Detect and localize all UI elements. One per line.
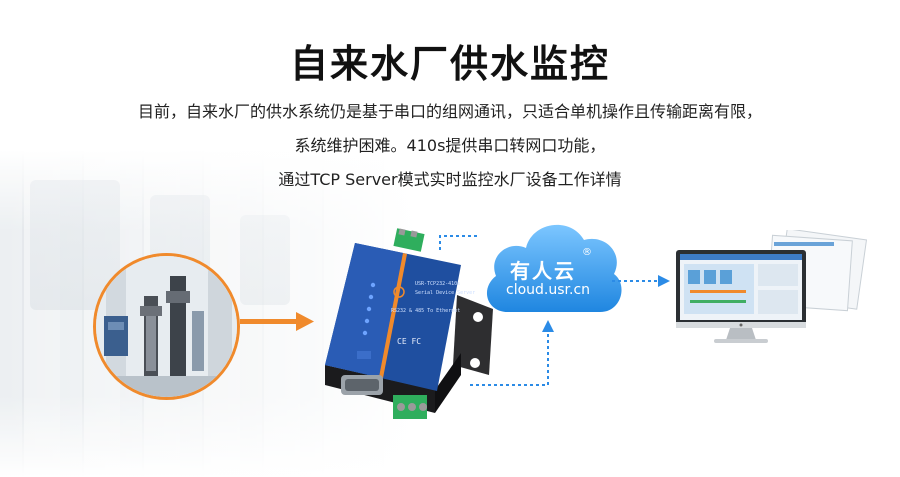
description-line-2: 系统维护困难。410s提供串口转网口功能， [294,136,606,155]
device-subtitle-label: Serial Device Server [415,290,476,296]
arrow-right-icon [240,312,314,331]
certification-marks: CE FC [397,337,422,346]
description-line-3: 通过TCP Server模式实时监控水厂设备工作详情 [278,170,622,189]
cloud-icon [486,224,622,312]
description-line-1: 目前，自来水厂的供水系统仍是基于串口的组网通讯，只适合单机操作且传输距离有限， [137,102,762,121]
cloud-service: 有人云 ® cloud.usr.cn [478,200,628,329]
device-model-label: USR-TCP232-410s [415,281,461,287]
serial-device-server: USR-TCP232-410s Serial Device Server RS2… [315,225,515,429]
monitoring-screen [670,228,870,349]
pump-equipment-photo [93,253,240,400]
page-title: 自来水厂供水监控 [289,42,610,86]
registered-mark: ® [582,247,592,258]
cloud-url: cloud.usr.cn [506,282,591,298]
cloud-brand-name: 有人云 [510,259,576,283]
device-port-label: RS232 & 485 To Ethernet [391,308,461,314]
